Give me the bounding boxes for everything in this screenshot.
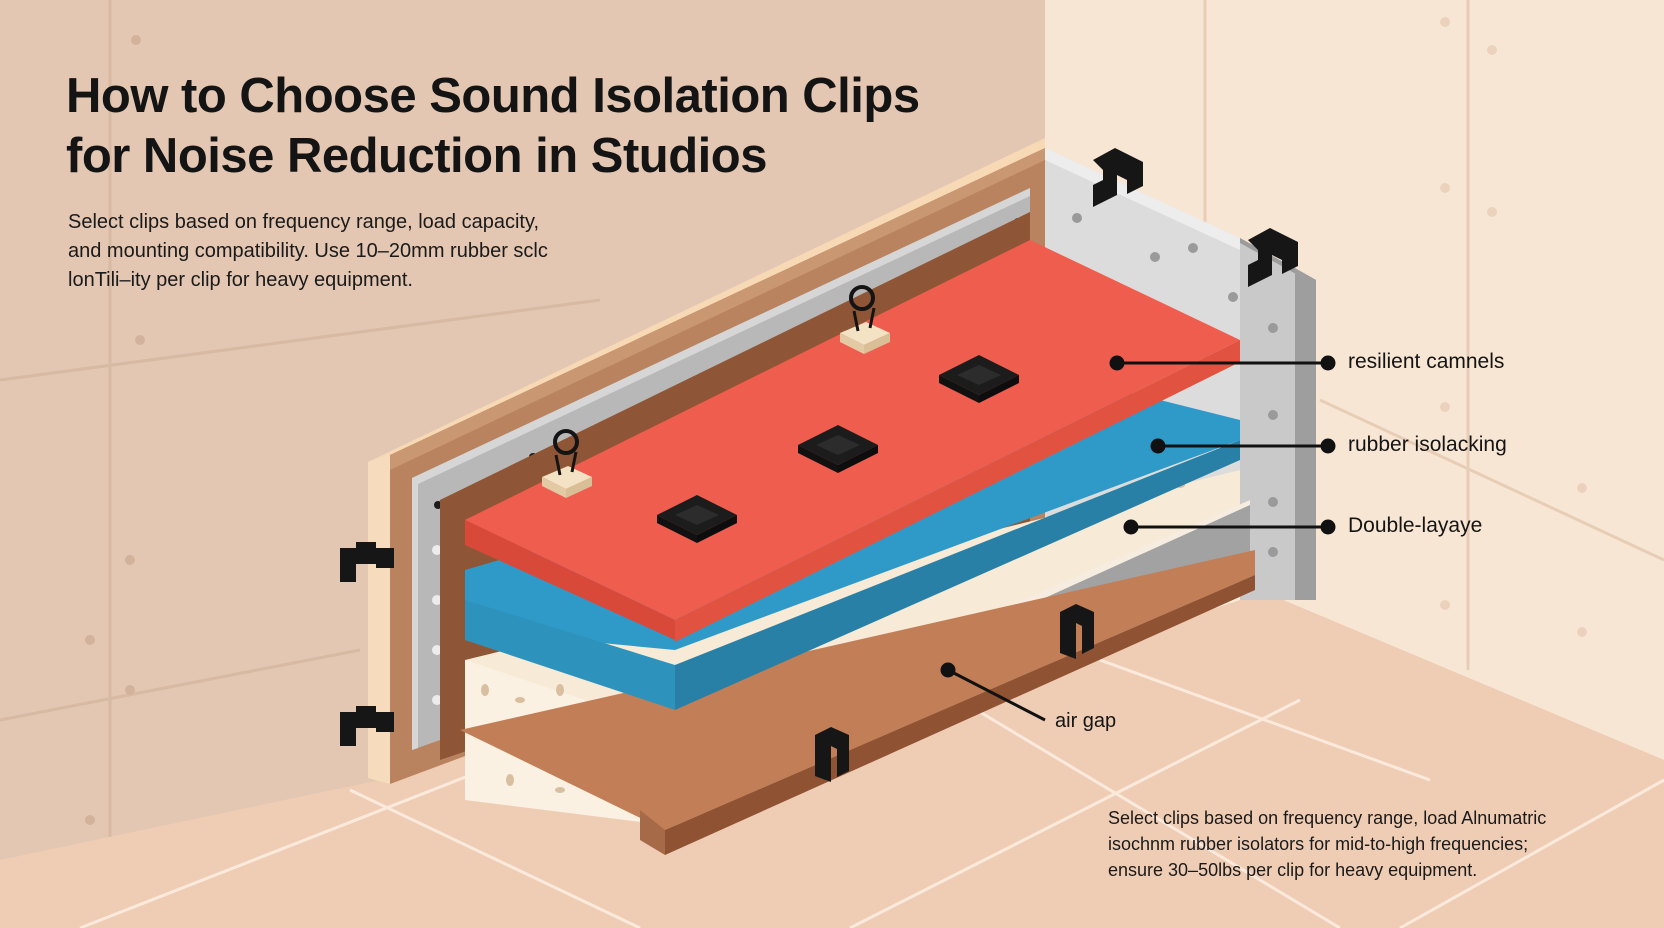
hanger-clip [840,285,890,354]
hanger-clip [542,429,592,498]
right-wall [1045,0,1664,760]
footnote-paragraph: Select clips based on frequency range, l… [1108,805,1546,883]
title-line-2: for Noise Reduction in Studios [66,129,767,183]
isolation-pads [657,355,1019,543]
note-line-1: Select clips based on frequency range, l… [1108,808,1547,828]
callout-air-gap: air gap [1055,710,1117,732]
frame-edge [368,455,390,784]
callout-resilient-channels: resilient camnels [1348,350,1505,373]
red-panel [465,240,1240,620]
intro-line-2: and mounting compatibility. Use 10–20mm … [68,240,548,262]
title-line-1: How to Choose Sound Isolation Clips [66,69,920,123]
note-line-3: ensure 30–50lbs per clip for heavy equip… [1108,860,1478,880]
intro-paragraph: Select clips based on frequency range, l… [68,208,608,295]
page-title: How to Choose Sound Isolation Clips for … [66,66,920,186]
callout-rubber-isolators: rubber isolacking [1348,433,1507,456]
intro-line-1: Select clips based on frequency range, l… [68,211,540,233]
callout-double-layer: Double-layaye [1348,514,1483,537]
note-line-2: isochnm rubber isolators for mid-to-high… [1108,834,1529,854]
intro-line-3: lonTili–ity per clip for heavy equipment… [68,269,413,291]
wall-clips [340,148,1298,782]
